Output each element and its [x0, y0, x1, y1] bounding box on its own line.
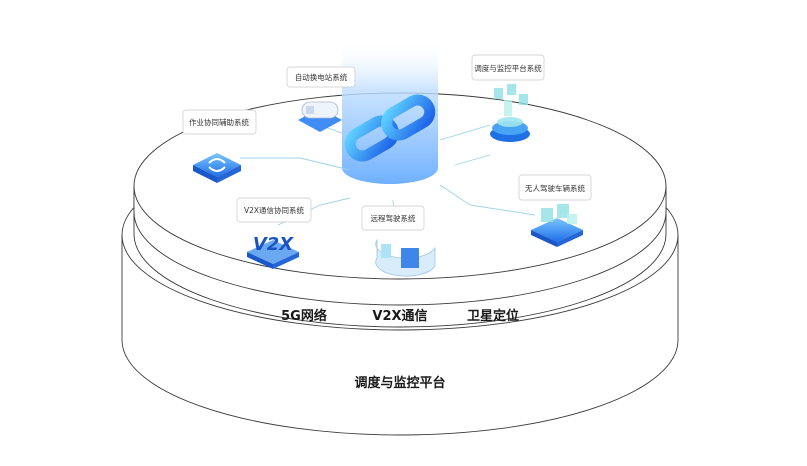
v2x-icon: V2X [247, 234, 299, 269]
module-label: V2X通信协同系统 [244, 205, 305, 215]
v2x-icon-text: V2X [253, 234, 294, 255]
layer-label-v2x: V2X通信 [372, 308, 427, 324]
layer-label-5g: 5G网络 [281, 308, 327, 324]
module-v2x[interactable]: V2X通信协同系统 V2X [236, 197, 312, 269]
cooperation-icon [193, 153, 241, 183]
module-label: 无人驾驶车辆系统 [525, 183, 585, 193]
module-auto-swap[interactable]: 自动换电站系统 [286, 66, 356, 132]
module-label: 远程驾驶系统 [371, 213, 416, 223]
module-remote[interactable]: 远程驾驶系统 [361, 205, 436, 277]
remote-driving-icon [375, 238, 436, 277]
module-label: 自动换电站系统 [295, 72, 348, 82]
layer-label-gnss: 卫星定位 [467, 308, 519, 324]
module-label: 调度与监控平台系统 [474, 63, 542, 73]
module-cooperation[interactable]: 作业协同辅助系统 [182, 109, 257, 183]
battery-swap-station-icon [298, 101, 342, 132]
monitor-platform-icon [490, 84, 530, 142]
layer-label-dispatch-platform: 调度与监控平台 [354, 375, 445, 391]
module-autonomous[interactable]: 无人驾驶车辆系统 [518, 174, 592, 247]
module-label: 作业协同辅助系统 [189, 117, 249, 127]
module-dispatch[interactable]: 调度与监控平台系统 [471, 54, 545, 142]
autonomous-vehicle-icon [531, 204, 583, 247]
chain-link-logo-icon [344, 94, 436, 162]
